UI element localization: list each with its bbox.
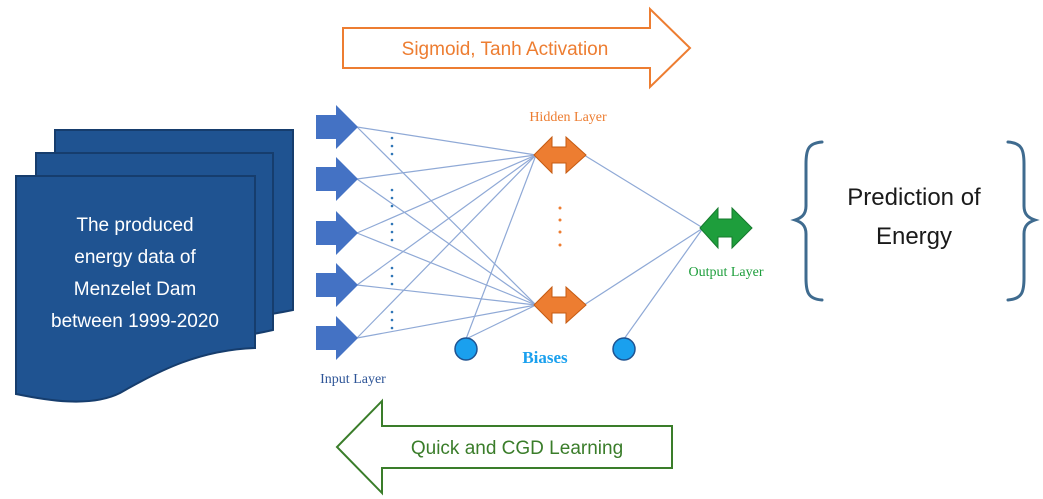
- dot: [558, 243, 562, 247]
- dot: [390, 310, 394, 314]
- activation-label: Sigmoid, Tanh Activation: [402, 39, 609, 60]
- connection-line: [356, 154, 537, 339]
- input-layer-label: Input Layer: [320, 372, 386, 387]
- connection-line: [356, 304, 537, 339]
- activation-arrow-shape: [342, 6, 692, 90]
- document-line-4: between 1999-2020: [51, 311, 219, 332]
- learning-label: Quick and CGD Learning: [411, 438, 623, 459]
- dot: [390, 326, 394, 330]
- bias-node: [454, 337, 478, 361]
- activation-arrow: Sigmoid, Tanh Activation: [342, 6, 692, 90]
- dot: [390, 222, 394, 226]
- connection-line: [356, 232, 537, 306]
- hidden-layer-label: Hidden Layer: [529, 110, 607, 125]
- connection-line: [356, 126, 537, 156]
- input-dots: [390, 136, 394, 330]
- document-line-3: Menzelet Dam: [74, 279, 197, 300]
- input-arrow-icon: [316, 211, 358, 255]
- dot: [558, 218, 562, 222]
- dot: [390, 230, 394, 234]
- hidden-layer: [533, 135, 587, 325]
- input-arrow-icon: [316, 263, 358, 307]
- dot: [390, 238, 394, 242]
- dot: [390, 188, 394, 192]
- dot: [390, 152, 394, 156]
- input-arrow-icon: [316, 316, 358, 360]
- biases-label: Biases: [522, 348, 568, 367]
- connection-line: [356, 154, 537, 234]
- document-front-page: [15, 175, 256, 403]
- input-layer: [316, 105, 358, 360]
- dot: [390, 196, 394, 200]
- hidden-node-icon: [533, 285, 587, 325]
- document-stack: The produced energy data of Menzelet Dam…: [15, 129, 294, 403]
- connection-line: [465, 154, 537, 340]
- dot: [558, 230, 562, 234]
- connection-line: [356, 154, 537, 286]
- dot: [390, 266, 394, 270]
- learning-arrow-shape: [335, 398, 673, 496]
- connection-line: [623, 227, 704, 340]
- bias-node: [612, 337, 636, 361]
- dot: [558, 206, 562, 210]
- dot: [390, 318, 394, 322]
- output-node-icon: [699, 206, 753, 250]
- output-layer-label: Output Layer: [688, 265, 763, 280]
- learning-arrow: Quick and CGD Learning: [335, 398, 673, 496]
- connection-line: [356, 284, 537, 306]
- right-curly-bracket: [1006, 140, 1040, 302]
- left-curly-bracket: [790, 140, 824, 302]
- input-arrow-icon: [316, 105, 358, 149]
- prediction-line-1: Prediction of: [847, 184, 981, 211]
- connection-line: [356, 154, 537, 180]
- hidden-dots: [558, 206, 562, 247]
- dot: [390, 282, 394, 286]
- connection-line: [356, 178, 537, 306]
- document-line-2: energy data of: [74, 247, 196, 268]
- prediction-line-2: Energy: [876, 223, 952, 250]
- dot: [390, 136, 394, 140]
- connection-line: [465, 304, 537, 340]
- connection-line: [356, 126, 537, 306]
- dot: [390, 144, 394, 148]
- connections: [356, 126, 704, 340]
- hidden-node-icon: [533, 135, 587, 175]
- document-line-1: The produced: [76, 215, 193, 236]
- input-arrow-icon: [316, 157, 358, 201]
- dot: [390, 204, 394, 208]
- connection-line: [583, 154, 704, 229]
- dot: [390, 274, 394, 278]
- connection-line: [583, 227, 704, 306]
